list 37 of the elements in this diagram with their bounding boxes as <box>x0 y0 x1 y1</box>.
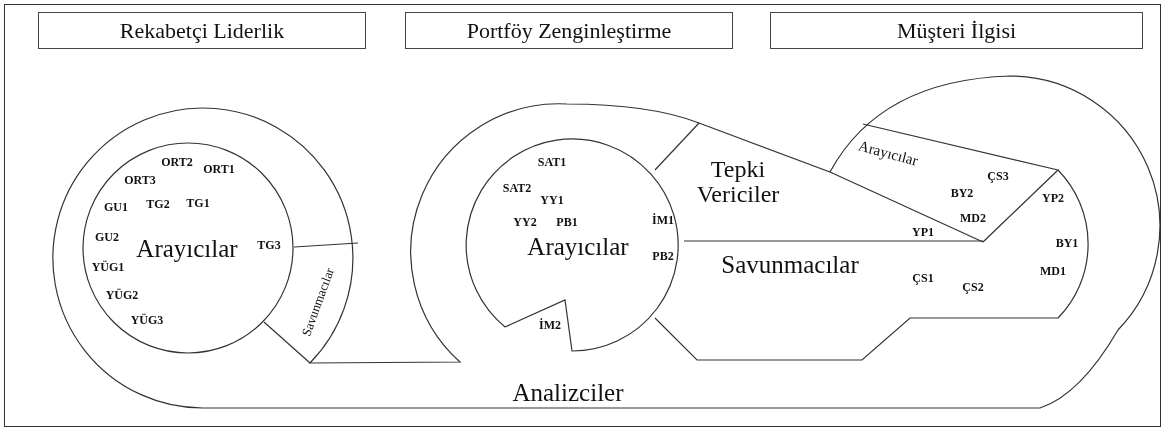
item-code: TG1 <box>186 196 210 210</box>
item-code: BY1 <box>1055 236 1079 250</box>
item-code: PB2 <box>652 249 674 263</box>
region-label: Savunmacılar <box>721 251 859 279</box>
item-code: ÇS3 <box>987 169 1009 183</box>
region-label: Arayıcılar <box>856 138 920 170</box>
item-code: MD1 <box>1040 264 1066 278</box>
item-code: İM1 <box>652 213 674 227</box>
item-code: YY2 <box>513 215 537 229</box>
item-code: BY2 <box>950 186 974 200</box>
item-code: SAT2 <box>502 181 532 195</box>
item-code: PB1 <box>556 215 578 229</box>
item-code: YÜG3 <box>130 313 164 327</box>
item-code: ORT3 <box>124 173 156 187</box>
item-code: GU1 <box>104 200 128 214</box>
item-code: SAT1 <box>537 155 567 169</box>
region-label: Tepki Vericiler <box>695 156 781 208</box>
category-header-box: Rekabetçi Liderlik <box>38 12 366 49</box>
item-code: İM2 <box>539 318 561 332</box>
item-code: ORT1 <box>203 162 235 176</box>
item-code: ORT2 <box>161 155 193 169</box>
item-code: TG3 <box>257 238 281 252</box>
item-code: YP1 <box>912 225 934 239</box>
item-code: MD2 <box>960 211 986 225</box>
item-code: YÜG2 <box>105 288 139 302</box>
item-code: ÇS2 <box>962 280 984 294</box>
item-code: GU2 <box>95 230 119 244</box>
item-code: YÜG1 <box>91 260 125 274</box>
region-label: Arayıcılar <box>136 235 238 263</box>
category-header-box: Müşteri İlgisi <box>770 12 1143 49</box>
category-header-box: Portföy Zenginleştirme <box>405 12 733 49</box>
region-label: Arayıcılar <box>527 233 629 261</box>
item-code: TG2 <box>146 197 170 211</box>
item-code: YY1 <box>540 193 564 207</box>
item-code: YP2 <box>1042 191 1064 205</box>
region-label: Analizciler <box>512 379 624 407</box>
item-code: ÇS1 <box>912 271 934 285</box>
